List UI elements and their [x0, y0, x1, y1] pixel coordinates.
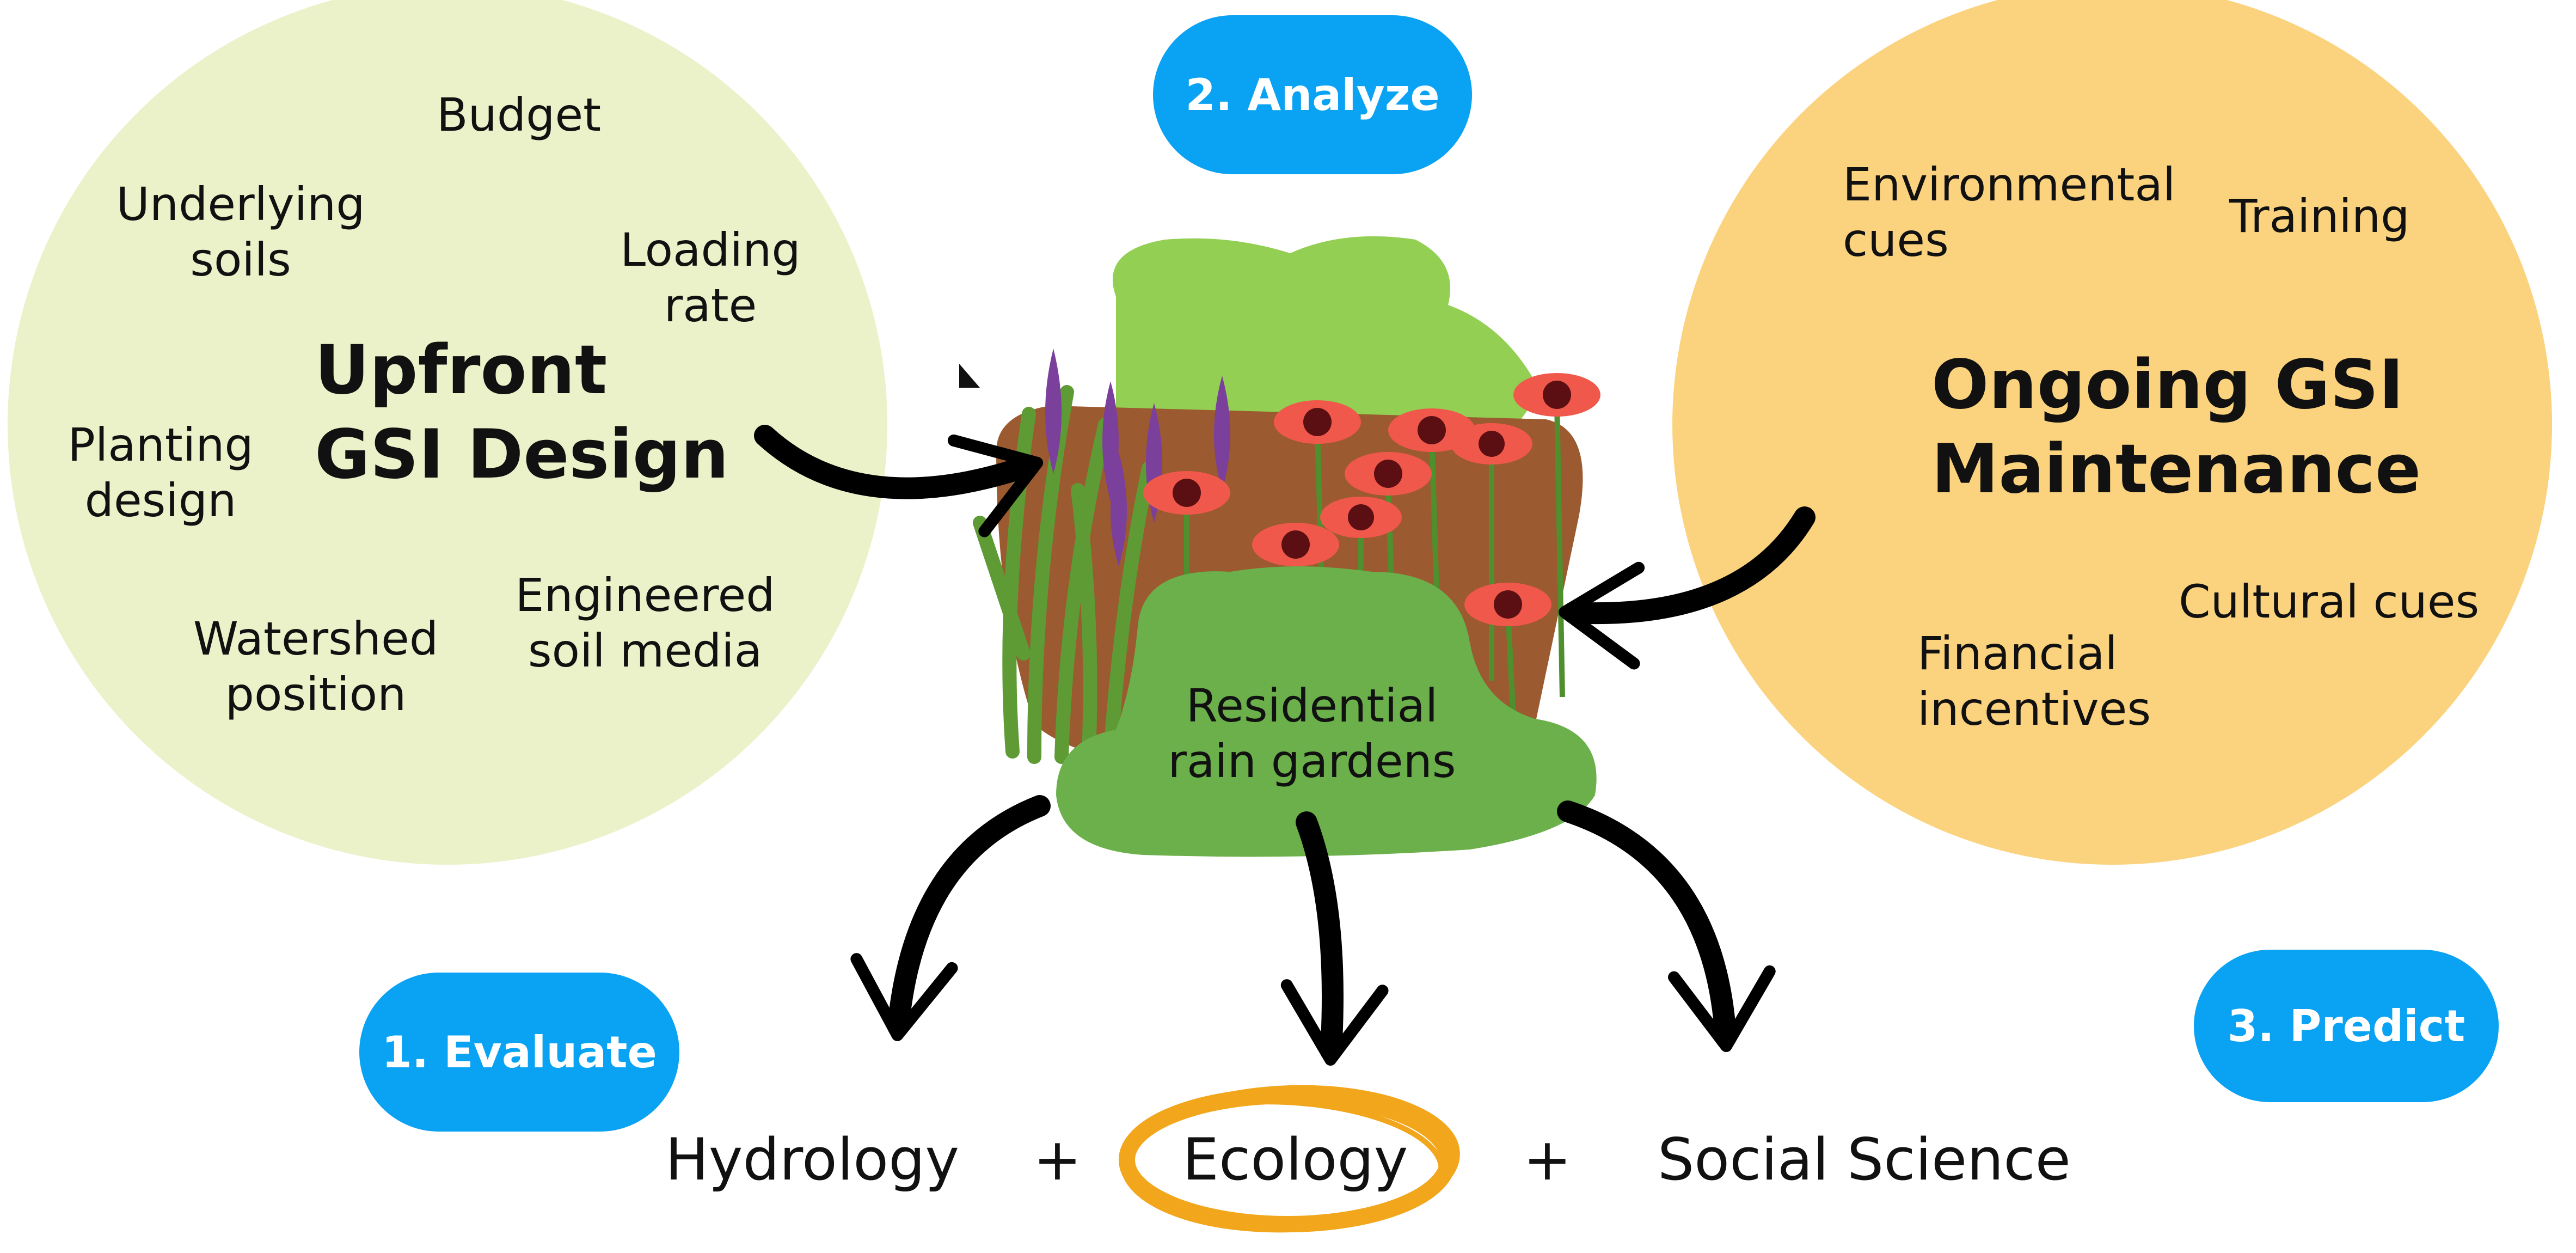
factor-planting-design-line1: Planting: [68, 418, 254, 472]
cursor-mark: [959, 364, 980, 388]
factor-environmental-cues: Environmental cues: [1843, 157, 2175, 268]
step-analyze-pill: 2. Analyze: [1153, 15, 1472, 174]
step-predict-label: 3. Predict: [2227, 1000, 2465, 1052]
upfront-design-title: Upfront GSI Design: [315, 328, 729, 497]
arrow-upfront-to-garden: [754, 425, 1044, 537]
factor-underlying-soils: Underlying soils: [115, 176, 366, 288]
factor-underlying-soils-line2: soils: [190, 233, 291, 287]
upfront-design-title-line2: GSI Design: [315, 415, 729, 494]
factor-training: Training: [2229, 190, 2410, 243]
factor-financial-incentives-line1: Financial: [1917, 627, 2118, 680]
factor-budget: Budget: [437, 88, 602, 142]
maintenance-circle: [1672, 0, 2552, 865]
arrow-garden-to-social-science: [1557, 800, 1776, 1052]
front-bush: [1056, 566, 1597, 857]
discipline-ecology: Ecology: [1182, 1126, 1408, 1193]
arrows: [754, 425, 1816, 1066]
factor-engineered-soil-media-line1: Engineered: [515, 569, 775, 622]
factor-loading-rate-line2: rate: [664, 279, 757, 333]
discipline-social-science: Social Science: [1658, 1126, 2071, 1193]
factor-environmental-cues-line1: Environmental: [1843, 158, 2176, 211]
factor-watershed-position: Watershed position: [185, 611, 446, 723]
factor-underlying-soils-line1: Underlying: [116, 178, 365, 231]
coneflowers: [1143, 373, 1600, 626]
rain-gardens-label: Residential rain gardens: [1149, 678, 1475, 790]
maintenance-title-line1: Ongoing GSI: [1931, 346, 2404, 424]
factor-watershed-position-line2: position: [225, 668, 407, 722]
factor-loading-rate-line1: Loading: [620, 223, 801, 277]
rain-gardens-label-line1: Residential: [1186, 679, 1438, 732]
arrow-maintenance-to-garden: [1559, 506, 1816, 670]
ecology-highlight-ring: [1119, 1085, 1460, 1233]
maintenance-title-line2: Maintenance: [1931, 430, 2421, 509]
factor-financial-incentives-line2: incentives: [1917, 682, 2151, 736]
factor-loading-rate: Loading rate: [610, 222, 811, 334]
step-evaluate-pill: 1. Evaluate: [359, 973, 679, 1132]
arrow-garden-to-hydrology: [850, 795, 1051, 1041]
factor-watershed-position-line1: Watershed: [193, 612, 439, 665]
upfront-design-circle: [8, 0, 887, 865]
factor-planting-design-line2: design: [84, 474, 237, 528]
arrow-garden-to-ecology: [1280, 811, 1389, 1066]
step-evaluate-label: 1. Evaluate: [382, 1026, 657, 1078]
factor-financial-incentives: Financial incentives: [1917, 626, 2151, 737]
factor-environmental-cues-line2: cues: [1843, 213, 1949, 267]
maintenance-title: Ongoing GSI Maintenance: [1931, 343, 2421, 512]
rain-garden-illustration: [959, 236, 1600, 857]
plus-sign-1: +: [1033, 1126, 1082, 1193]
step-analyze-label: 2. Analyze: [1185, 69, 1440, 120]
factor-engineered-soil-media-line2: soil media: [528, 624, 763, 678]
plus-sign-2: +: [1523, 1126, 1572, 1193]
discipline-hydrology: Hydrology: [665, 1126, 960, 1193]
factor-cultural-cues: Cultural cues: [2179, 575, 2480, 628]
upfront-design-title-line1: Upfront: [315, 331, 608, 409]
rain-gardens-label-line2: rain gardens: [1168, 735, 1456, 789]
factor-engineered-soil-media: Engineered soil media: [512, 567, 778, 679]
step-predict-pill: 3. Predict: [2194, 950, 2499, 1102]
factor-planting-design: Planting design: [54, 417, 267, 529]
